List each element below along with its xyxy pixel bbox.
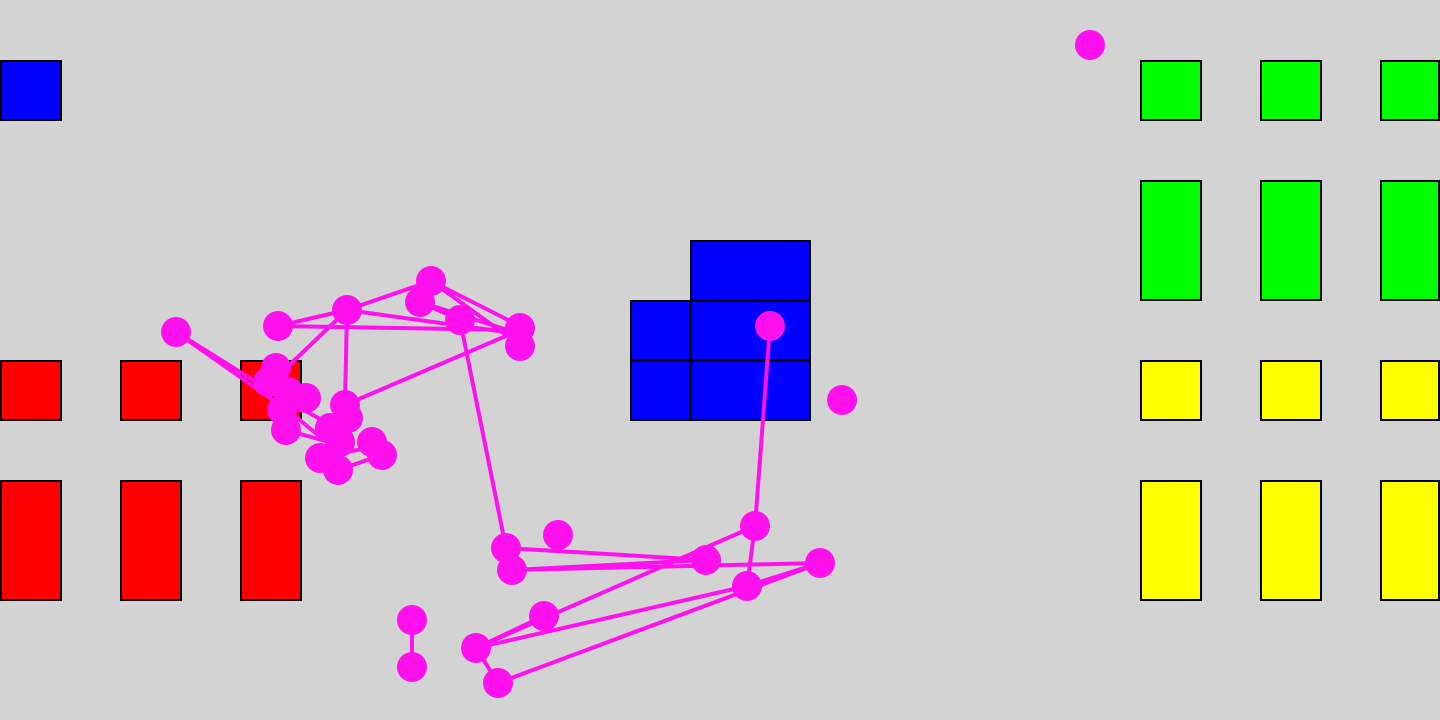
- yellow-block[interactable]: [1140, 360, 1202, 421]
- trail-segment: [504, 546, 708, 562]
- yellow-block[interactable]: [1260, 360, 1322, 421]
- green-tall-block[interactable]: [1140, 180, 1202, 301]
- trail-segment: [458, 318, 508, 550]
- trail-node: [263, 311, 293, 341]
- trail-segment: [496, 561, 822, 685]
- blue-stack-block[interactable]: [630, 300, 691, 361]
- green-block[interactable]: [1140, 60, 1202, 121]
- trail-node: [732, 571, 762, 601]
- trail-node: [1075, 30, 1105, 60]
- yellow-tall-block[interactable]: [1260, 480, 1322, 601]
- green-block[interactable]: [1380, 60, 1440, 121]
- blue-stack-block[interactable]: [690, 360, 811, 421]
- trail-node: [397, 652, 427, 682]
- blue-stack-block[interactable]: [690, 240, 811, 301]
- trail-node: [405, 287, 435, 317]
- trail-node: [332, 295, 362, 325]
- trail-node: [755, 311, 785, 341]
- green-block[interactable]: [1260, 60, 1322, 121]
- trail-node: [740, 511, 770, 541]
- blue-block[interactable]: [0, 60, 62, 121]
- trail-node: [691, 545, 721, 575]
- trail-segment: [429, 279, 522, 328]
- yellow-tall-block[interactable]: [1140, 480, 1202, 601]
- red-tall-block[interactable]: [240, 480, 302, 601]
- trail-node: [325, 427, 355, 457]
- trail-node: [367, 440, 397, 470]
- yellow-tall-block[interactable]: [1380, 480, 1440, 601]
- trail-node: [323, 455, 353, 485]
- trail-segment: [345, 308, 522, 336]
- trail-node: [161, 317, 191, 347]
- trail-segment: [343, 308, 349, 407]
- trail-node: [483, 668, 513, 698]
- red-tall-block[interactable]: [120, 480, 182, 601]
- red-block[interactable]: [0, 360, 62, 421]
- trail-node: [397, 605, 427, 635]
- trail-node: [271, 415, 301, 445]
- trail-segment: [174, 330, 292, 414]
- trail-node: [497, 555, 527, 585]
- red-tall-block[interactable]: [0, 480, 62, 601]
- trail-node: [461, 633, 491, 663]
- red-block[interactable]: [120, 360, 182, 421]
- green-tall-block[interactable]: [1380, 180, 1440, 301]
- trail-lines: [174, 279, 822, 685]
- yellow-block[interactable]: [1380, 360, 1440, 421]
- trail-segment: [343, 328, 522, 407]
- trail-node: [445, 305, 475, 335]
- trail-node: [291, 383, 321, 413]
- trail-node: [543, 520, 573, 550]
- green-tall-block[interactable]: [1260, 180, 1322, 301]
- trail-segment: [474, 584, 749, 650]
- trail-node: [505, 331, 535, 361]
- trail-segment: [753, 324, 772, 528]
- trail-node: [805, 548, 835, 578]
- trail-node: [827, 385, 857, 415]
- trail-node: [529, 601, 559, 631]
- trail-nodes: [161, 30, 1105, 698]
